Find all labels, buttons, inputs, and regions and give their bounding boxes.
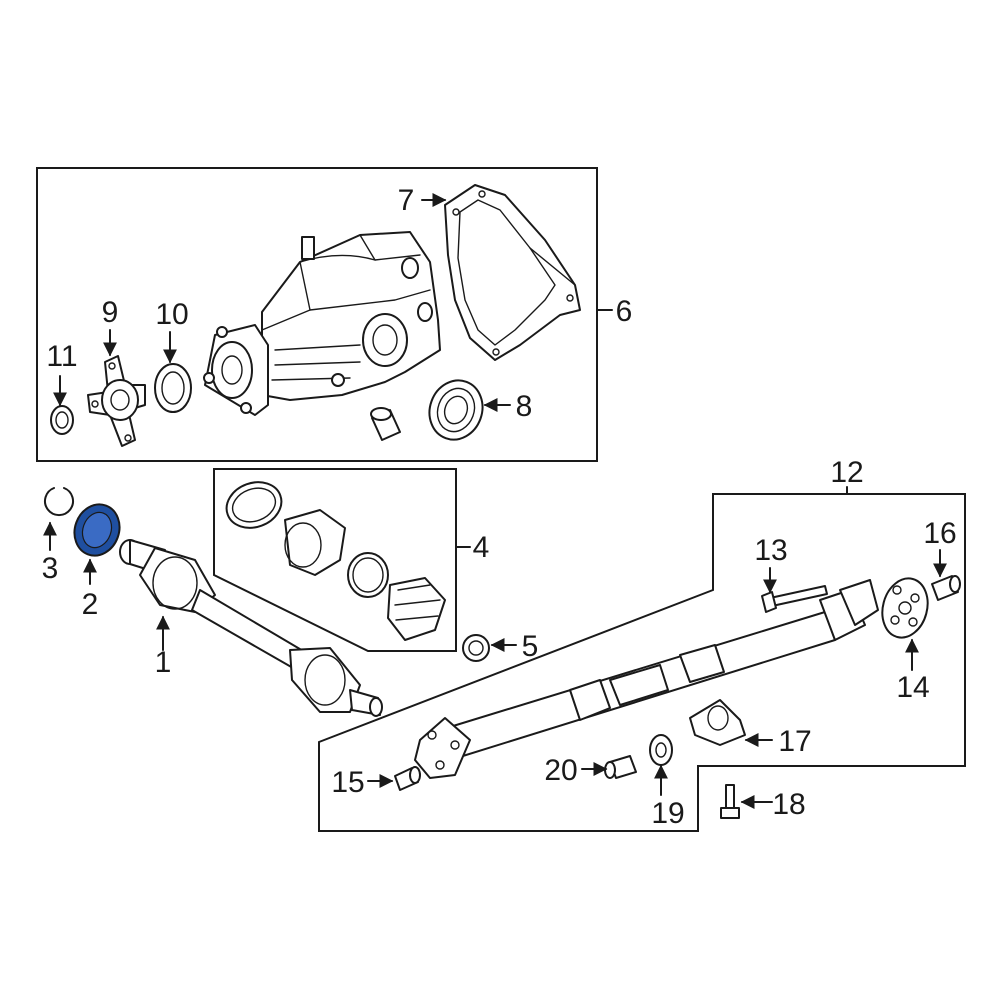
group-box-6 <box>36 167 598 462</box>
group-box-4 <box>213 468 457 652</box>
group-box-12 <box>318 493 966 832</box>
snap-ring-3[interactable] <box>44 487 74 516</box>
callout-15: 15 <box>331 766 364 799</box>
boot-kit[interactable] <box>220 475 446 641</box>
callout-13: 13 <box>754 534 787 567</box>
bushing-16[interactable] <box>931 575 961 601</box>
diff-bushing[interactable] <box>370 407 401 441</box>
callout-14: 14 <box>896 671 929 704</box>
callout-18: 18 <box>772 788 805 821</box>
cover-gasket[interactable] <box>444 184 581 361</box>
callout-3: 3 <box>42 552 59 585</box>
callout-16: 16 <box>923 517 956 550</box>
callout-5: 5 <box>522 630 539 663</box>
damper-20[interactable] <box>604 755 637 779</box>
drive-shaft[interactable] <box>414 579 879 779</box>
callout-7: 7 <box>398 184 415 217</box>
bushing-15[interactable] <box>394 766 421 791</box>
callout-4: 4 <box>473 531 490 564</box>
differential-housing[interactable] <box>203 231 441 416</box>
callout-1: 1 <box>155 646 172 679</box>
axle-shaft[interactable] <box>119 539 383 717</box>
bolt-18[interactable] <box>720 784 740 819</box>
callout-10: 10 <box>155 298 188 331</box>
leader-lines <box>43 193 947 809</box>
callout-17: 17 <box>778 725 811 758</box>
callout-9: 9 <box>102 296 119 329</box>
washer-19[interactable] <box>649 734 673 766</box>
flange-9[interactable] <box>87 355 146 447</box>
nut-5[interactable] <box>462 634 490 662</box>
callout-2: 2 <box>82 588 99 621</box>
center-bearing-17[interactable] <box>689 699 746 746</box>
callout-6: 6 <box>616 295 633 328</box>
nut-11[interactable] <box>50 405 74 435</box>
flex-disc-14[interactable] <box>876 573 934 642</box>
callout-labels: 1 2 3 4 5 6 7 8 9 10 11 12 13 14 15 16 1… <box>42 184 957 830</box>
callout-20: 20 <box>544 754 577 787</box>
bolt-13[interactable] <box>761 585 828 613</box>
seal-8[interactable] <box>421 373 490 447</box>
callout-11: 11 <box>46 340 77 373</box>
callout-12: 12 <box>830 456 863 489</box>
callout-8: 8 <box>516 390 533 423</box>
seal-10[interactable] <box>154 363 192 413</box>
callout-19: 19 <box>651 797 684 830</box>
seal-2-highlighted[interactable] <box>67 498 126 562</box>
